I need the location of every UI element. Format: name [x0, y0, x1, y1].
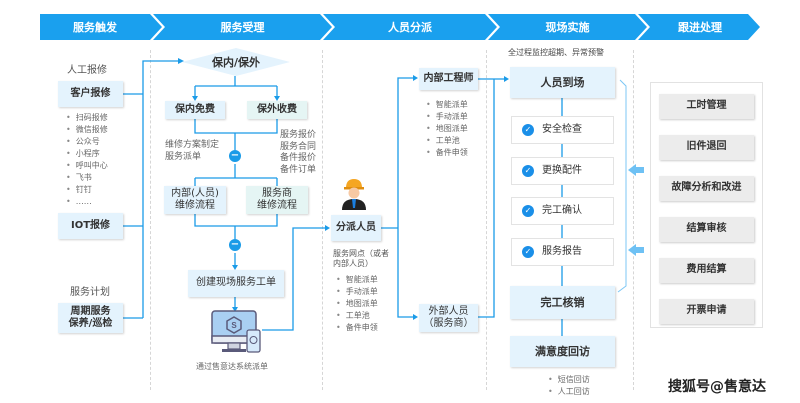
method-item: 备件申领	[336, 322, 378, 334]
periodic-maintenance-box[interactable]: 周期服务 保养/巡检	[58, 303, 123, 333]
method-item: 工单池	[336, 310, 378, 322]
column-divider	[150, 50, 151, 390]
dispatcher-box[interactable]: 分派人员	[331, 215, 381, 241]
column-divider	[486, 50, 487, 390]
source-watermark: 搜狐号@售意达	[668, 379, 766, 395]
onsite-step-report[interactable]: ✓ 服务报告	[511, 238, 614, 266]
arrowhead	[325, 225, 330, 231]
stage-label-onsite: 现场实施	[545, 21, 590, 34]
arrowhead	[413, 75, 418, 81]
followup-panel	[650, 82, 763, 328]
check-icon: ✓	[522, 124, 534, 136]
followup-item[interactable]: 故障分析和改进	[659, 176, 754, 201]
survey-method-item: 人工回访	[548, 386, 590, 398]
stage-chevron-2	[153, 14, 332, 40]
arrowhead	[192, 96, 198, 101]
arrowhead	[274, 96, 280, 101]
arrowhead	[232, 307, 238, 312]
satisfaction-survey-box[interactable]: 满意度回访	[510, 336, 615, 367]
dispatcher-methods-list: 智能派单 手动派单 地图派单 工单池 备件申领	[336, 274, 378, 334]
engineer-methods-list: 智能派单 手动派单 地图派单 工单池 备件申领	[426, 99, 468, 159]
internal-engineer-box[interactable]: 内部工程师	[419, 68, 478, 90]
method-item: 地图派单	[336, 298, 378, 310]
channel-item: 呼叫中心	[66, 160, 108, 172]
onsite-step-confirm[interactable]: ✓ 完工确认	[511, 197, 614, 225]
manual-repair-label: 人工报修	[67, 65, 107, 76]
method-item: 手动派单	[426, 111, 468, 123]
column-divider	[633, 50, 634, 390]
check-icon: ✓	[522, 246, 534, 258]
stage-chevron-4	[488, 14, 647, 40]
followup-item[interactable]: 开票申请	[659, 299, 754, 324]
channel-item: 钉钉	[66, 184, 108, 196]
stage-chevron-3	[323, 14, 497, 40]
arrowhead	[413, 314, 418, 320]
customer-repair-box[interactable]: 客户报修	[58, 81, 123, 107]
followup-item[interactable]: 工时管理	[659, 94, 754, 119]
followup-item[interactable]: 结算审核	[659, 217, 754, 242]
svg-text:S: S	[231, 321, 237, 330]
step-label: 安全检查	[542, 123, 582, 135]
method-item: 手动派单	[336, 286, 378, 298]
merge-node-icon: −	[229, 239, 241, 251]
stage-chevron-5	[638, 14, 760, 40]
vendor-repair-flow-box[interactable]: 服务商 维修流程	[246, 186, 308, 214]
personnel-arrive-box[interactable]: 人员到场	[510, 67, 615, 98]
arrowhead	[232, 265, 238, 270]
survey-method-item: 短信回访	[548, 374, 590, 386]
stage-banner	[40, 14, 760, 40]
stage-label-trigger: 服务触发	[73, 21, 117, 34]
channel-item: 微信报修	[66, 124, 108, 136]
internal-repair-flow-box[interactable]: 内部(人员) 维修流程	[164, 186, 226, 214]
stage-chevron-1	[40, 14, 162, 40]
external-personnel-box[interactable]: 外部人员 （服务商）	[419, 304, 478, 332]
out-warranty-note: 服务报价 服务合同 备件报价 备件订单	[280, 130, 317, 176]
onsite-step-parts[interactable]: ✓ 更换配件	[511, 157, 614, 185]
onsite-step-safety[interactable]: ✓ 安全检查	[511, 116, 614, 144]
completion-writeoff-box[interactable]: 完工核销	[510, 286, 615, 319]
channel-item: 小程序	[66, 148, 108, 160]
step-label: 完工确认	[542, 204, 582, 216]
method-item: 地图派单	[426, 123, 468, 135]
in-warranty-note: 维修方案制定 服务派单	[165, 140, 220, 162]
warranty-decision-diamond[interactable]	[182, 48, 290, 76]
service-plan-label: 服务计划	[70, 287, 110, 298]
worker-avatar-icon	[342, 179, 366, 210]
system-devices-icon: S	[211, 310, 261, 353]
stage-label-followup: 跟进处理	[678, 21, 722, 34]
step-label: 更换配件	[542, 164, 582, 176]
stage-label-dispatch: 人员分派	[388, 21, 432, 34]
followup-item[interactable]: 旧件退回	[659, 135, 754, 160]
iot-repair-box[interactable]: IOT报修	[58, 213, 123, 239]
method-item: 智能派单	[426, 99, 468, 111]
out-warranty-box[interactable]: 保外收费	[247, 101, 307, 119]
in-warranty-box[interactable]: 保内免费	[165, 101, 225, 119]
system-dispatch-caption: 通过售意达系统派单	[196, 362, 268, 371]
channel-item: ……	[66, 196, 108, 208]
followup-item[interactable]: 费用结算	[659, 258, 754, 283]
dispatcher-note: 服务网点（或者 内部人员）	[333, 249, 389, 269]
method-item: 工单池	[426, 135, 468, 147]
warranty-decision-label: 保内/保外	[211, 56, 261, 69]
followup-arrow-icon	[628, 244, 644, 256]
channel-item: 飞书	[66, 172, 108, 184]
merge-node-icon: −	[229, 150, 241, 162]
arrowhead	[504, 76, 509, 82]
method-item: 备件申领	[426, 147, 468, 159]
followup-arrow-icon	[628, 164, 644, 176]
check-icon: ✓	[522, 205, 534, 217]
channel-item: 公众号	[66, 136, 108, 148]
step-label: 服务报告	[542, 245, 582, 257]
stage-label-acceptance: 服务受理	[220, 21, 265, 34]
column-divider	[322, 50, 323, 390]
repair-channels-list: 扫码报修 微信报修 公众号 小程序 呼叫中心 飞书 钉钉 ……	[66, 112, 108, 208]
monitoring-note: 全过程监控超期、异常预警	[508, 48, 604, 57]
method-item: 智能派单	[336, 274, 378, 286]
create-onsite-order-box[interactable]: 创建现场服务工单	[188, 270, 284, 297]
survey-methods-list: 短信回访 人工回访	[548, 374, 590, 398]
arrowhead	[178, 58, 184, 64]
channel-item: 扫码报修	[66, 112, 108, 124]
check-icon: ✓	[522, 165, 534, 177]
